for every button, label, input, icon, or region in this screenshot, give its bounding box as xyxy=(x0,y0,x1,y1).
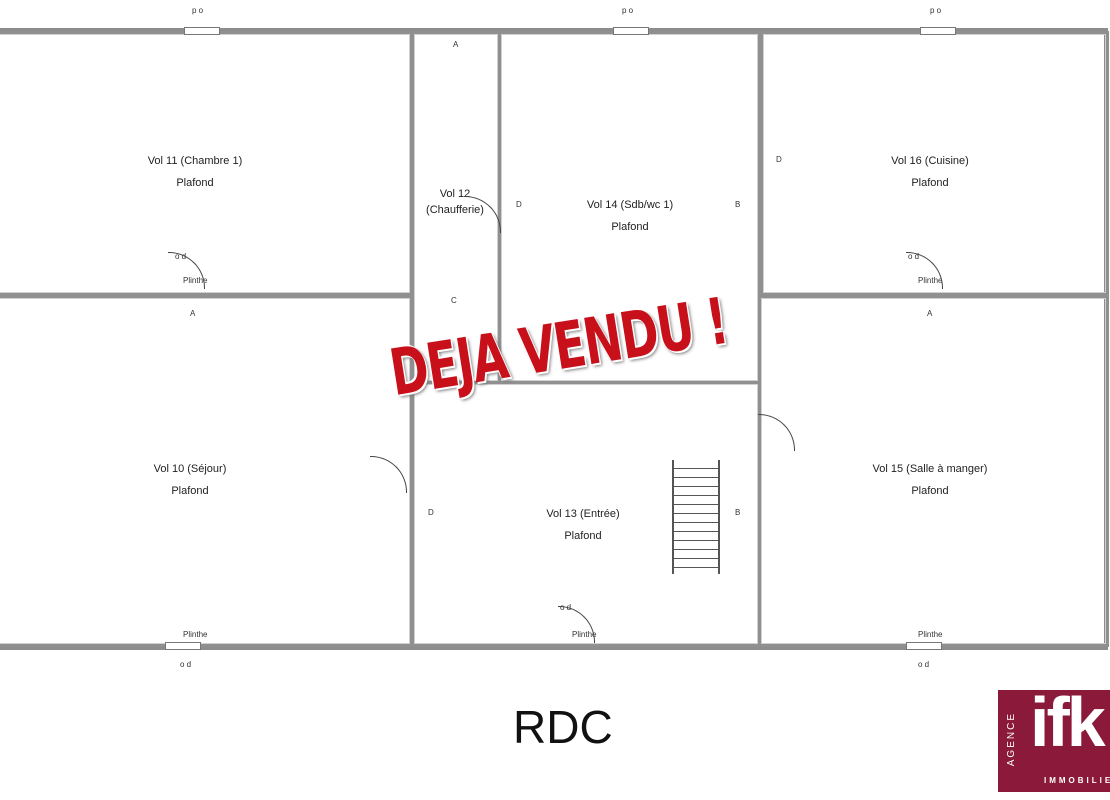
wall-mark-a: A xyxy=(190,309,196,318)
floor-label: RDC xyxy=(513,701,613,753)
logo-brand: ifk xyxy=(1030,683,1106,761)
window-code: p o xyxy=(622,6,634,15)
wall-mark-d: D xyxy=(428,508,434,517)
logo-immobilier: IMMOBILIER xyxy=(1044,776,1110,785)
room-label-15: Vol 15 (Salle à manger)Plafond xyxy=(872,463,988,497)
wall-mark-b: B xyxy=(735,508,741,517)
door-code: o d xyxy=(918,660,930,669)
wall-mark-a: A xyxy=(453,40,459,49)
logo-agence: AGENCE xyxy=(1006,712,1017,767)
window-code: p o xyxy=(192,6,204,15)
room-label-13: Vol 13 (Entrée)Plafond xyxy=(546,508,620,542)
door-code: o d xyxy=(180,660,192,669)
room-label-10: Vol 10 (Séjour)Plafond xyxy=(153,463,227,497)
staircase xyxy=(672,460,720,574)
wall-mark-d: D xyxy=(776,155,782,164)
window xyxy=(165,642,201,650)
wall-mark-c: C xyxy=(451,296,457,305)
window xyxy=(613,27,649,35)
room-label-11: Vol 11 (Chambre 1)Plafond xyxy=(147,155,243,189)
wall-mark-a: A xyxy=(927,309,933,318)
window xyxy=(920,27,956,35)
wall-mark-d: D xyxy=(516,200,522,209)
room-label-16: Vol 16 (Cuisine)Plafond xyxy=(891,155,969,189)
window-code: p o xyxy=(930,6,942,15)
room-label-14: Vol 14 (Sdb/wc 1)Plafond xyxy=(586,199,674,233)
plinth-label: Plinthe xyxy=(918,630,943,639)
agency-logo: ifk AGENCE IMMOBILIER xyxy=(998,686,1110,792)
window xyxy=(184,27,220,35)
wall-mark-b: B xyxy=(735,200,741,209)
plinth-label: Plinthe xyxy=(183,630,208,639)
window xyxy=(906,642,942,650)
